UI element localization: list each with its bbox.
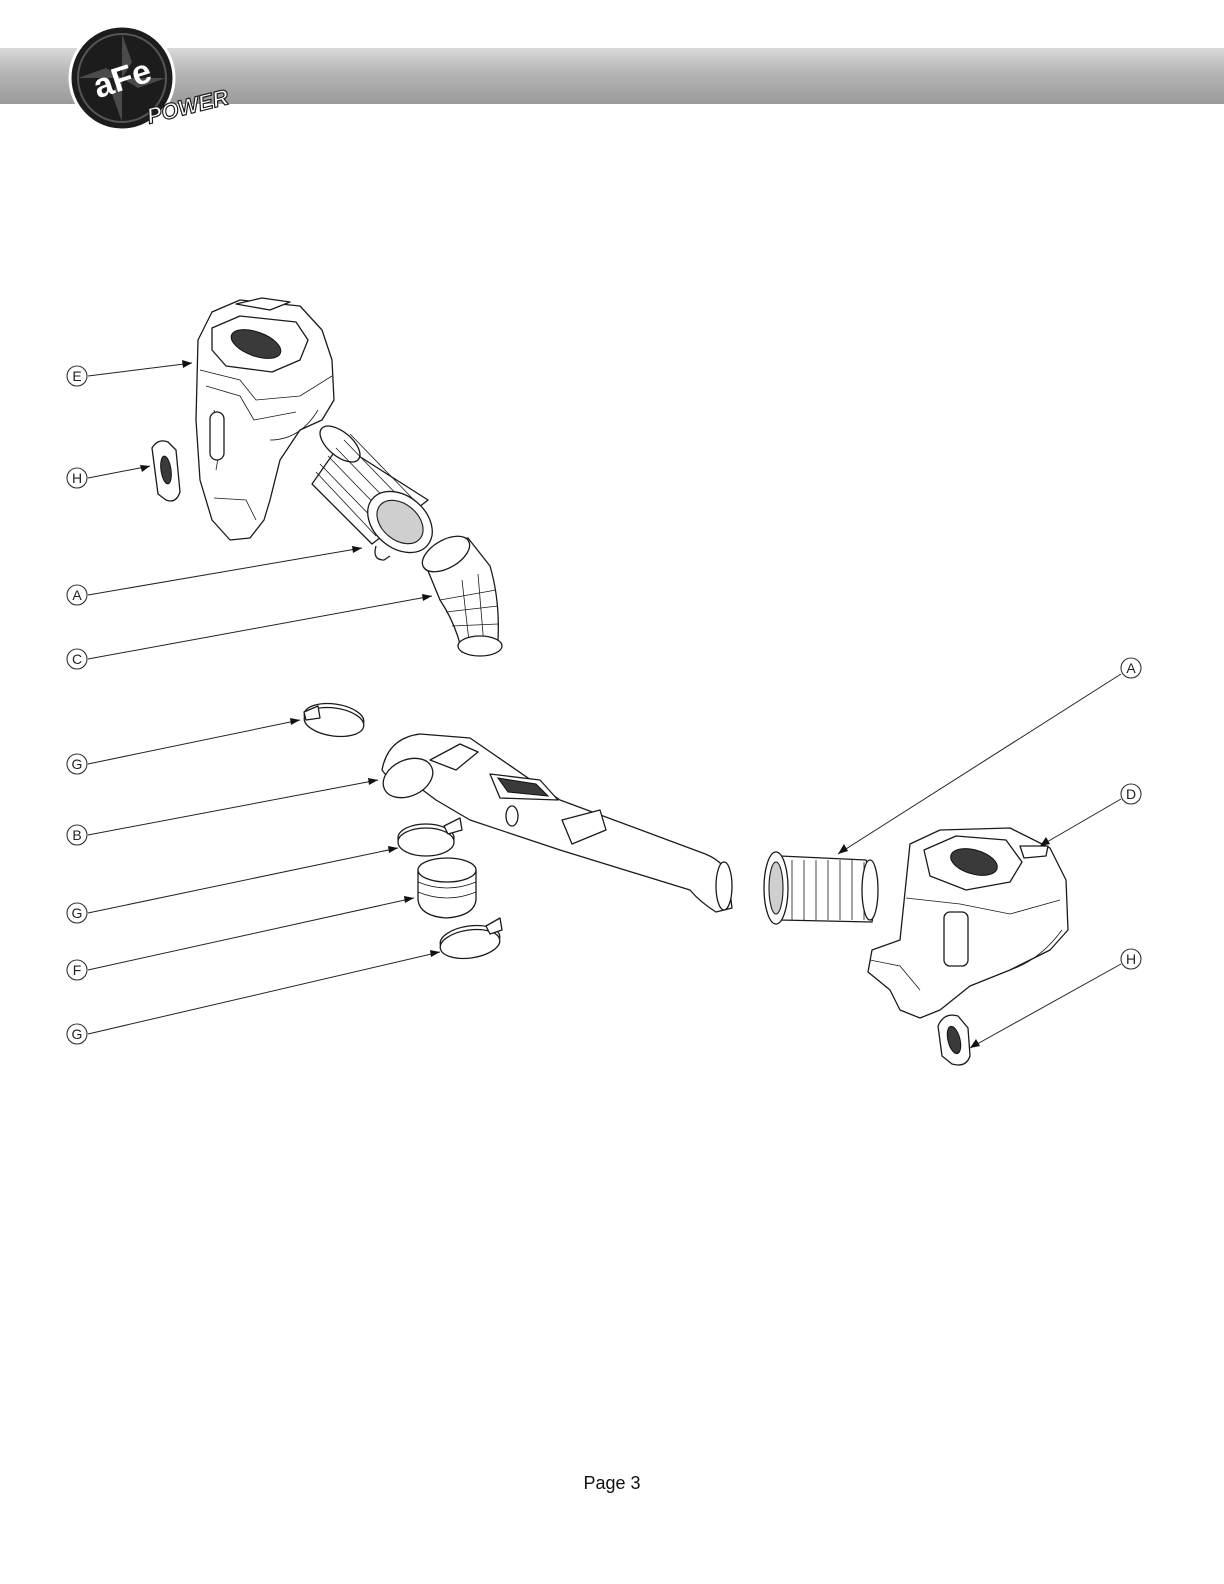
leader-d [1039, 798, 1122, 847]
leader-h-left [87, 465, 151, 479]
callout-a-right-label: A [1126, 660, 1136, 676]
header-band [0, 48, 1224, 104]
callout-e: E [66, 365, 88, 387]
leader-f [87, 897, 415, 971]
part-intake-tube [381, 733, 733, 913]
leader-h-right [969, 963, 1122, 1049]
part-clamp-top [303, 702, 365, 738]
callout-f: F [66, 959, 88, 981]
callout-g-mid: G [66, 902, 88, 924]
leader-g-bottom [87, 951, 441, 1035]
callout-b: B [66, 824, 88, 846]
callout-e-label: E [72, 368, 81, 384]
page-number: Page 3 [583, 1473, 641, 1493]
part-coupler-lower [417, 857, 477, 919]
part-filter-right [763, 851, 879, 925]
callout-g-top-label: G [72, 756, 83, 772]
callout-g-mid-label: G [72, 905, 83, 921]
callout-h-right: H [1120, 948, 1142, 970]
callout-b-label: B [72, 827, 81, 843]
callout-a-left-label: A [72, 587, 82, 603]
part-clamp-middle [397, 817, 463, 857]
leader-c [87, 595, 433, 660]
part-coupler-upper [421, 535, 503, 657]
leader-g-mid [87, 847, 399, 914]
part-clamp-bottom [439, 917, 503, 960]
part-filter-left [311, 425, 433, 561]
part-badge-right [937, 1014, 971, 1066]
part-airbox-right [867, 827, 1069, 1019]
part-badge-left [151, 440, 181, 502]
leader-g-top [87, 719, 301, 765]
leader-e [87, 362, 193, 377]
callout-h-right-label: H [1126, 951, 1136, 967]
callout-g-top: G [66, 753, 88, 775]
callout-h-left: H [66, 467, 88, 489]
leader-b [87, 779, 379, 836]
callout-f-label: F [73, 962, 82, 978]
callout-c: C [66, 648, 88, 670]
callout-c-label: C [72, 651, 82, 667]
callout-d-label: D [1126, 786, 1136, 802]
callout-h-left-label: H [72, 470, 82, 486]
callout-a-right: A [1120, 657, 1142, 679]
callout-g-bottom-label: G [72, 1026, 83, 1042]
callout-a-left: A [66, 584, 88, 606]
part-airbox-left [195, 297, 335, 541]
leader-a-left [87, 547, 363, 596]
callout-g-bottom: G [66, 1023, 88, 1045]
leader-a-right [837, 673, 1122, 855]
afe-power-logo: aFe POWER [68, 24, 232, 132]
callout-d: D [1120, 783, 1142, 805]
